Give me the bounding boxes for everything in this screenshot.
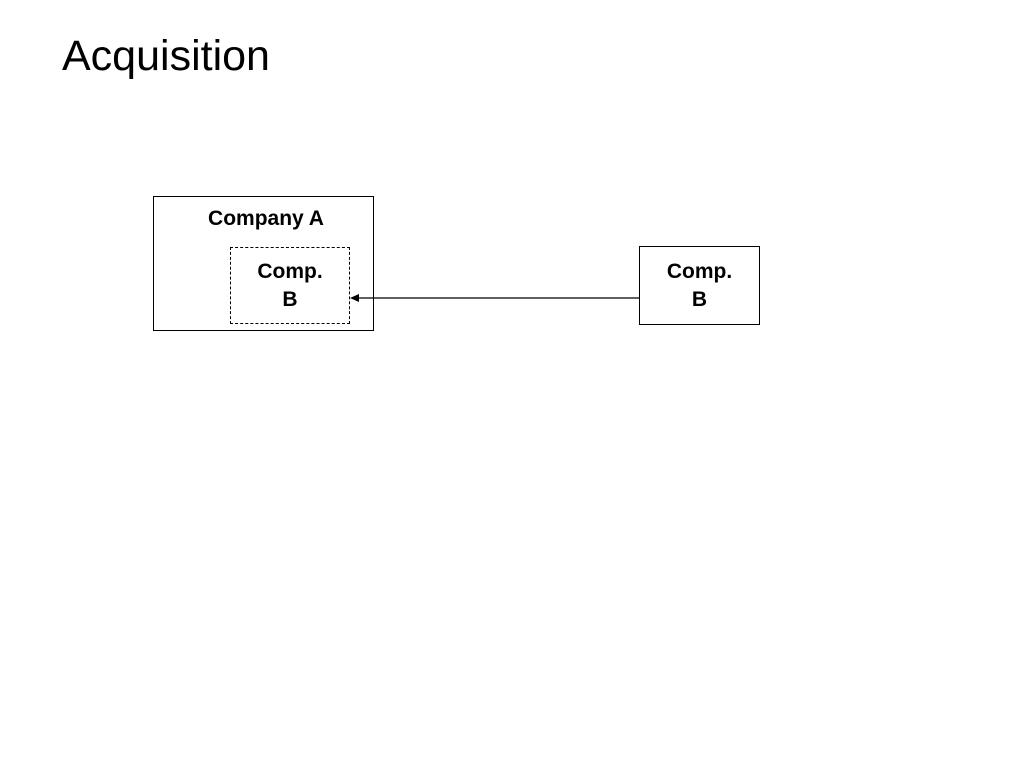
- acquired-company-b-box: Comp. B: [230, 247, 350, 324]
- target-company-b-line-2: B: [691, 287, 708, 311]
- acquired-company-b-label: Comp. B: [257, 258, 322, 314]
- target-company-b-label: Comp. B: [667, 258, 732, 314]
- acquired-company-b-line-1: Comp.: [257, 259, 323, 283]
- company-a-box: Company A: [153, 196, 374, 331]
- acquired-company-b-line-2: B: [282, 287, 298, 311]
- target-company-b-box: Comp. B: [639, 246, 760, 325]
- target-company-b-line-1: Comp.: [666, 259, 733, 283]
- company-a-label: Company A: [208, 207, 324, 230]
- slide-title: Acquisition: [62, 32, 270, 80]
